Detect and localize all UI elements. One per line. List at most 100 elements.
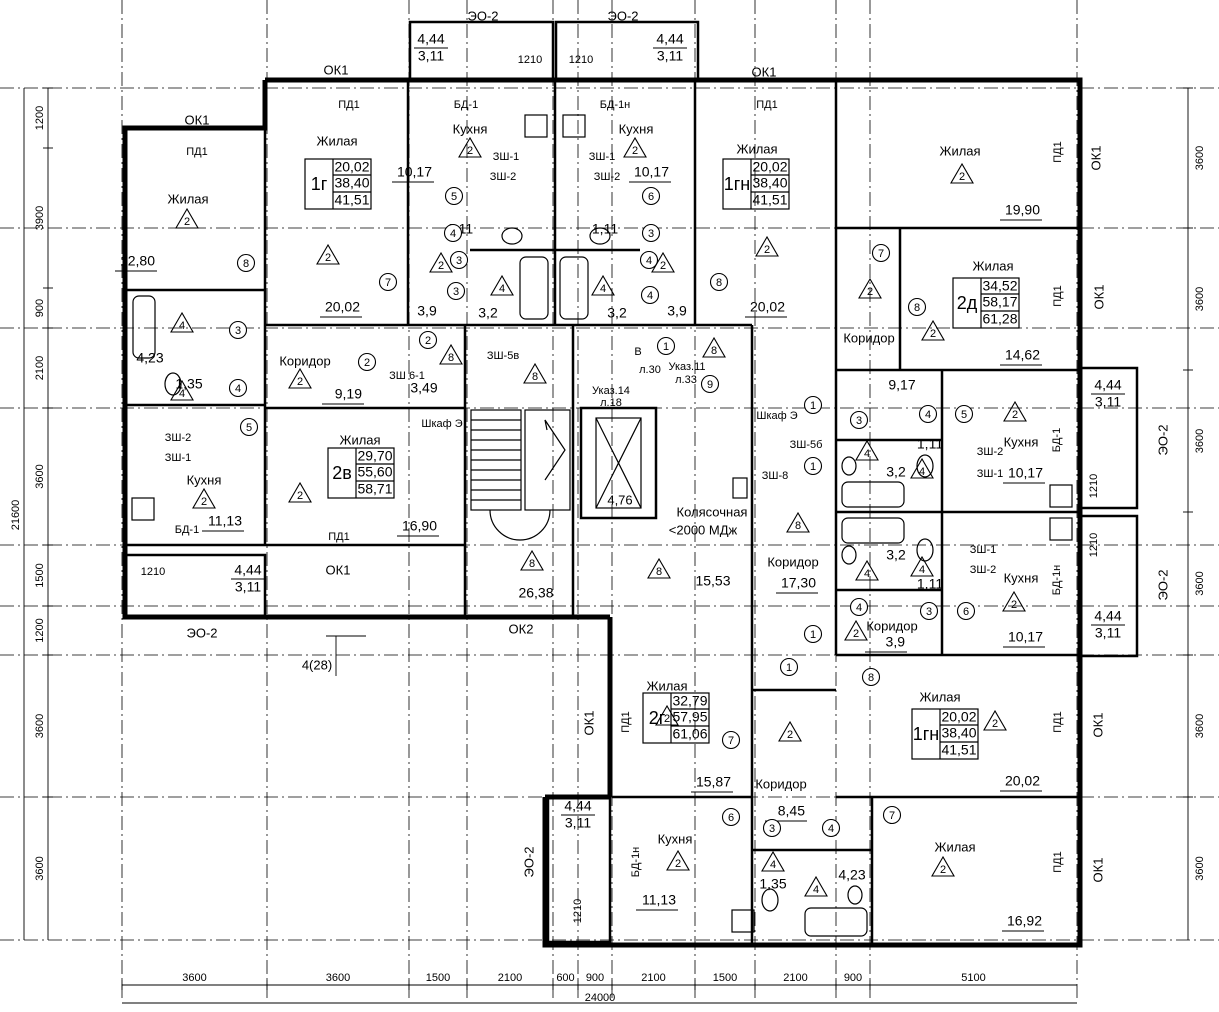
plan-label: ОК2 bbox=[509, 621, 534, 636]
triangle-mark bbox=[192, 487, 216, 509]
plan-label: В bbox=[634, 346, 641, 358]
dimension-left: 3600 bbox=[34, 464, 46, 488]
balcony-reduced-area: 3,11 bbox=[657, 48, 683, 64]
triangle-mark bbox=[786, 511, 810, 533]
dimension-bottom: 900 bbox=[844, 972, 862, 984]
circle-mark-number: 8 bbox=[868, 672, 874, 684]
triangle-mark bbox=[591, 274, 615, 296]
dimension-right: 3600 bbox=[1194, 714, 1206, 738]
apartment-total-area: 57,95 bbox=[672, 709, 707, 725]
triangle-mark bbox=[910, 555, 934, 577]
plan-label: ОК1 bbox=[1088, 146, 1103, 171]
apartment-code: 2д bbox=[957, 293, 978, 313]
room-area: 16,92 bbox=[1007, 913, 1042, 929]
circle-mark bbox=[803, 395, 823, 415]
triangle-mark bbox=[655, 704, 679, 726]
room-area: 3,9 bbox=[886, 634, 906, 650]
triangle-mark-number: 2 bbox=[660, 260, 666, 272]
room-name: Жилая bbox=[736, 141, 777, 156]
triangle-mark-number: 8 bbox=[448, 352, 454, 364]
triangle-mark-number: 4 bbox=[179, 320, 185, 332]
circle-mark bbox=[954, 404, 974, 424]
plan-label: ЗШ-5в bbox=[487, 350, 520, 362]
apartment-full-area: 41,51 bbox=[334, 192, 369, 208]
area-value: 3,49 bbox=[410, 380, 437, 396]
circle-mark-number: 4 bbox=[828, 823, 834, 835]
room-name: Жилая bbox=[167, 191, 208, 206]
plan-label: ЗШ-1 bbox=[165, 452, 192, 464]
triangle-mark-number: 2 bbox=[201, 496, 207, 508]
circle-mark-number: 5 bbox=[961, 409, 967, 421]
small-dimension: 1210 bbox=[569, 54, 593, 66]
dimension-right: 3600 bbox=[1194, 571, 1206, 595]
plan-label: БД-1 bbox=[1051, 428, 1063, 452]
balcony-area: 4,44 bbox=[656, 31, 683, 47]
circle-mark-number: 1 bbox=[810, 400, 816, 412]
triangle-mark-number: 2 bbox=[853, 628, 859, 640]
room-area: 8,45 bbox=[778, 803, 805, 819]
plan-label: БД-1 bbox=[454, 99, 478, 111]
apartment-total-area: 58,17 bbox=[982, 294, 1017, 310]
triangle-mark bbox=[647, 557, 671, 579]
triangle-mark bbox=[950, 162, 974, 184]
apartment-living-area: 29,70 bbox=[357, 448, 392, 464]
plan-label: БД-1н bbox=[1051, 565, 1063, 596]
circle-mark bbox=[236, 253, 256, 273]
plan-label: ЗШ-2 bbox=[594, 171, 621, 183]
triangle-mark-number: 2 bbox=[632, 145, 638, 157]
triangle-mark bbox=[1003, 400, 1027, 422]
dimension-right: 3600 bbox=[1194, 287, 1206, 311]
room-area: 12,80 bbox=[120, 253, 155, 269]
walls bbox=[122, 20, 1139, 948]
dimension-left: 3600 bbox=[34, 856, 46, 880]
circle-mark-number: 6 bbox=[728, 812, 734, 824]
circle-mark-number: 8 bbox=[914, 302, 920, 314]
circle-mark bbox=[639, 250, 659, 270]
triangle-mark bbox=[778, 720, 802, 742]
apartment-code: 1г bbox=[311, 174, 328, 194]
room-name: Коридор bbox=[866, 618, 917, 633]
area-value: 4,23 bbox=[838, 867, 865, 883]
circle-mark bbox=[907, 297, 927, 317]
area-value: 15,53 bbox=[695, 573, 730, 589]
room-area: 10,17 bbox=[1008, 465, 1043, 481]
triangle-mark-number: 8 bbox=[795, 520, 801, 532]
circle-mark bbox=[721, 730, 741, 750]
triangle-mark-number: 2 bbox=[1012, 409, 1018, 421]
dimension-left: 1200 bbox=[34, 618, 46, 642]
circle-mark bbox=[849, 597, 869, 617]
circle-mark-number: 1 bbox=[786, 662, 792, 674]
triangle-mark-number: 4 bbox=[864, 448, 870, 460]
circle-mark bbox=[641, 186, 661, 206]
triangle-mark bbox=[288, 481, 312, 503]
circle-mark-number: 3 bbox=[926, 606, 932, 618]
circle-mark bbox=[918, 404, 938, 424]
dimension-bottom: 3600 bbox=[326, 972, 350, 984]
circle-mark bbox=[378, 272, 398, 292]
circle-mark-number: 6 bbox=[963, 606, 969, 618]
room-area: 19,90 bbox=[1005, 202, 1040, 218]
triangle-mark bbox=[170, 311, 194, 333]
stoves bbox=[131, 114, 1073, 933]
small-dimension: 1210 bbox=[1088, 533, 1100, 557]
circle-mark-number: 4 bbox=[925, 409, 931, 421]
triangle-mark-number: 2 bbox=[992, 718, 998, 730]
triangle-mark-number: 2 bbox=[297, 490, 303, 502]
circle-mark-number: 4 bbox=[856, 602, 862, 614]
room-name: Коридор bbox=[279, 353, 330, 368]
plan-label: ЗШ-1 bbox=[970, 544, 997, 556]
balcony-reduced-area: 3,11 bbox=[235, 579, 261, 595]
circle-mark-number: 8 bbox=[716, 277, 722, 289]
plan-label: ПД1 bbox=[1052, 851, 1064, 872]
circle-mark-number: 3 bbox=[769, 823, 775, 835]
plan-label: ЭО-2 bbox=[467, 8, 498, 23]
circle-mark-number: 9 bbox=[707, 379, 713, 391]
circle-mark bbox=[443, 223, 463, 243]
triangle-mark bbox=[855, 439, 879, 461]
circle-mark-number: 3 bbox=[856, 415, 862, 427]
circle-mark bbox=[849, 410, 869, 430]
circle-mark bbox=[861, 667, 881, 687]
